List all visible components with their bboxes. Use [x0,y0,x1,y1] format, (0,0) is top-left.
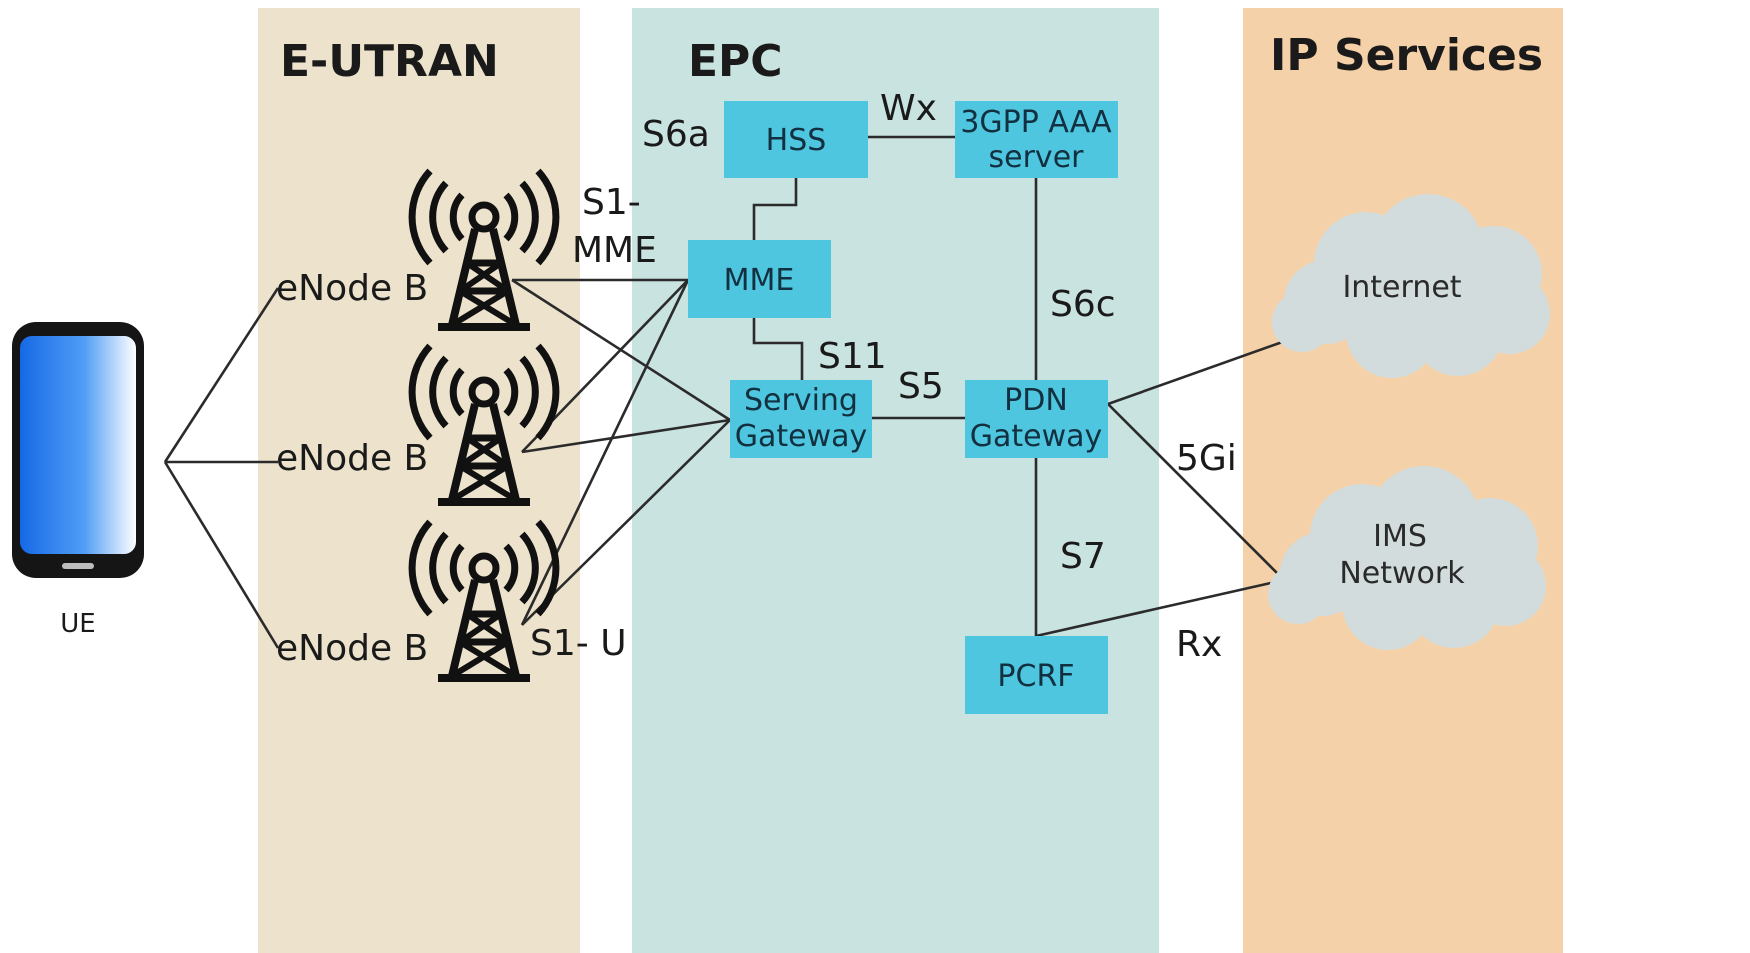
s11-label: S11 [818,336,887,377]
rx-label: Rx [1176,624,1222,665]
enodeb-2-label: eNode B [276,438,428,479]
enodeb-3-label: eNode B [276,628,428,669]
mme-node: MME [688,240,831,318]
pcrf-node: PCRF [965,636,1108,714]
s1-mme-label-line1: S1- [582,182,641,223]
sgw-label-line2: Gateway [735,419,868,454]
enodeb-2: eNode B [276,346,556,502]
s5-label: S5 [898,366,944,407]
sgw-label-line1: Serving [744,383,858,418]
aaa-server-node: 3GPP AAA server [955,101,1118,178]
internet-cloud: Internet [1272,194,1550,378]
pgw-label-line1: PDN [1004,383,1068,418]
wx-label: Wx [880,88,937,129]
s1-u-label: S1- U [530,623,627,664]
s6a-label: S6a [642,114,710,155]
pdn-gateway-node: PDN Gateway [965,380,1108,458]
core-links [752,135,1289,638]
aaa-label-line1: 3GPP AAA [960,105,1112,140]
s1-u-links [511,278,731,626]
eutran-region [258,8,580,953]
sgi-label: 5Gi [1176,438,1237,479]
pgw-label-line2: Gateway [970,419,1103,454]
ue-device: UE [12,322,144,639]
ue-label: UE [60,609,95,639]
mme-label: MME [724,263,795,298]
serving-gateway-node: Serving Gateway [730,380,872,458]
ims-label-line2: Network [1339,556,1465,591]
aaa-label-line2: server [989,140,1085,175]
hss-node: HSS [724,101,868,178]
eutran-title: E-UTRAN [280,36,499,87]
hss-label: HSS [766,123,827,158]
enodeb-1-label: eNode B [276,268,428,309]
epc-title: EPC [688,36,783,87]
s6c-label: S6c [1050,284,1116,325]
enodeb-1: eNode B [276,171,556,327]
pcrf-label: PCRF [997,659,1074,694]
enodeb-3: eNode B [276,522,556,678]
s1-mme-label-line2: MME [572,230,657,271]
ims-network-cloud: IMS Network [1268,466,1546,650]
ip-services-title: IP Services [1270,30,1543,81]
s7-label: S7 [1060,536,1106,577]
ue-links [163,287,280,649]
ims-label-line1: IMS [1373,519,1427,554]
internet-label: Internet [1342,270,1461,305]
